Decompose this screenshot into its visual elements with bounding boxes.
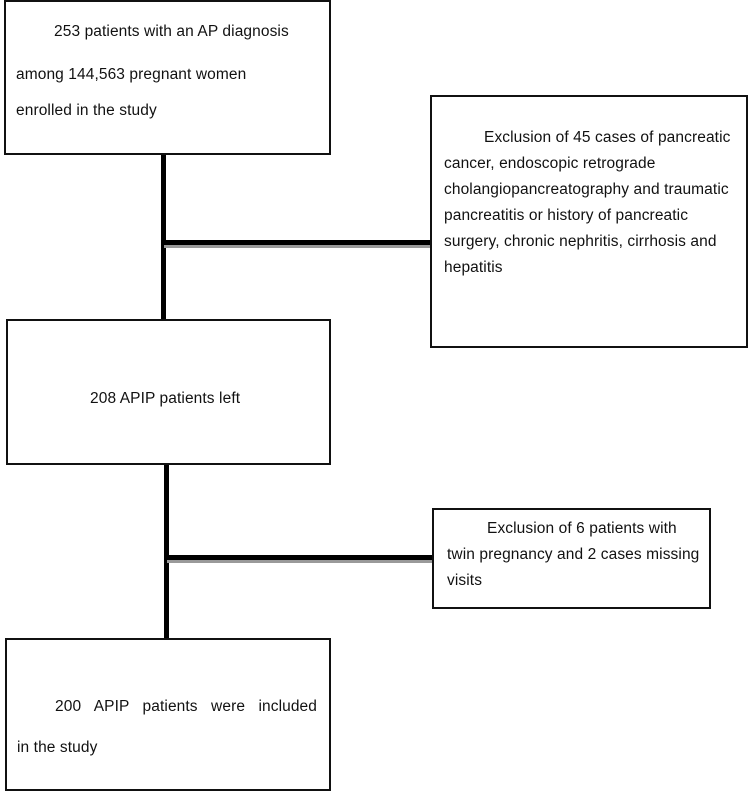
- branch-line-exclusion-2: [167, 555, 432, 560]
- remaining-patients-box: 208 APIP patients left: [6, 319, 331, 465]
- initial-cohort-line-3: enrolled in the study: [16, 102, 157, 119]
- branch-line-exclusion-1: [164, 240, 430, 245]
- initial-cohort-line-2: among 144,563 pregnant women: [16, 66, 247, 83]
- exclusion-box-1: Exclusion of 45 cases of pancreatic canc…: [430, 95, 748, 348]
- connector-line-top: [161, 155, 166, 319]
- remaining-patients-text: 208 APIP patients left: [90, 390, 241, 407]
- initial-cohort-box: 253 patients with an AP diagnosis among …: [4, 0, 331, 155]
- exclusion-1-text: Exclusion of 45 cases of pancreatic canc…: [444, 129, 731, 276]
- initial-cohort-line-1: 253 patients with an AP diagnosis: [54, 23, 289, 40]
- final-included-line-2: in the study: [17, 739, 98, 756]
- exclusion-box-2: Exclusion of 6 patients with twin pregna…: [432, 508, 711, 609]
- final-included-box: 200 APIP patients were included in the s…: [5, 638, 331, 791]
- connector-line-bottom: [164, 465, 169, 638]
- final-included-line-1: 200 APIP patients were included: [55, 698, 317, 715]
- exclusion-2-text: Exclusion of 6 patients with twin pregna…: [447, 520, 700, 589]
